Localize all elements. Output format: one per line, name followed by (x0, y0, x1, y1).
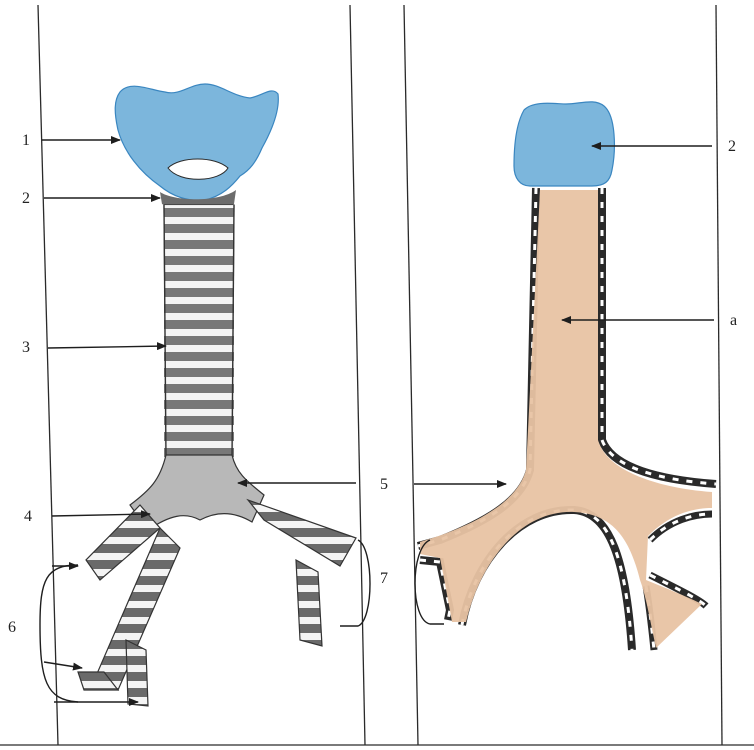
larynx-block (514, 102, 614, 186)
left-panel-right-line (350, 5, 365, 745)
frame-lines (0, 5, 754, 745)
trachea-external-view (78, 84, 356, 706)
label-3: 3 (22, 339, 30, 356)
left-main-bronchus (78, 505, 180, 706)
right-panel-right-line (716, 5, 722, 745)
larynx-thyroid-cartilage (115, 84, 278, 200)
right-panel-left-line (404, 5, 418, 745)
tracheal-lumen (420, 190, 712, 648)
label-2-right: 2 (728, 138, 736, 155)
label-a: a (730, 312, 737, 329)
trachea-rings (164, 205, 234, 460)
trachea-internal-view (418, 102, 716, 650)
label-6: 6 (8, 619, 16, 636)
leader-arrow-6-mid (44, 662, 82, 668)
label-2-left: 2 (22, 190, 30, 207)
right-main-bronchus (248, 500, 356, 646)
label-4: 4 (24, 508, 32, 525)
left-panel-left-line (38, 5, 58, 745)
label-1: 1 (22, 132, 30, 149)
bracket-6 (40, 565, 78, 702)
label-5: 5 (380, 476, 388, 493)
leader-arrow-3 (48, 346, 166, 348)
label-7: 7 (380, 570, 388, 587)
